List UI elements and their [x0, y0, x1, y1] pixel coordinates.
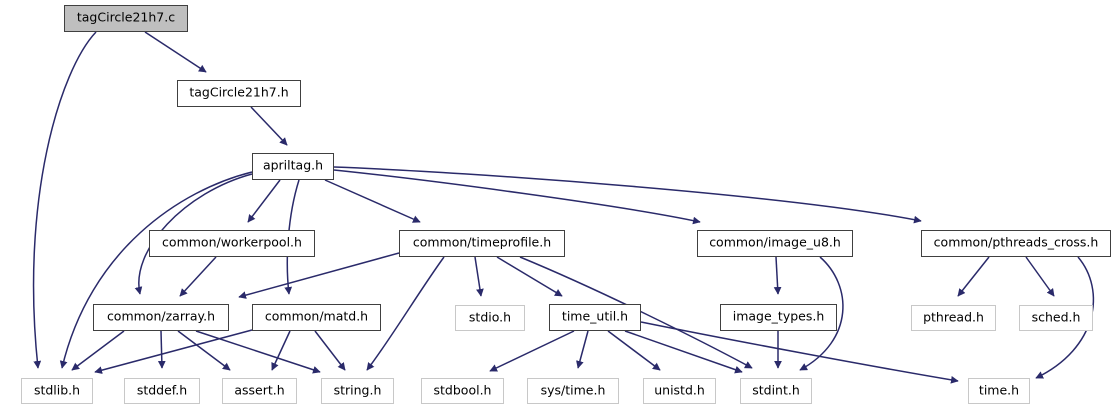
edge-tagCircle21h7_c-to-tagCircle21h7_h — [144, 31, 207, 73]
graph-node-label: common/matd.h — [264, 308, 369, 324]
edge-apriltag_h-to-zarray_h — [134, 173, 253, 295]
edge-apriltag_h-to-pthreads_cross_h — [333, 166, 922, 224]
graph-node-label: apriltag.h — [262, 157, 324, 173]
edge-timeprofile_h-to-string_h — [366, 256, 445, 371]
graph-node-label: stdio.h — [468, 309, 512, 325]
graph-node-label: stddef.h — [136, 382, 188, 398]
graph-node-time_util_h[interactable]: time_util.h — [549, 304, 641, 331]
edge-apriltag_h-to-image_u8_h — [333, 169, 701, 225]
edge-image_u8_h-to-stdint_h — [799, 256, 844, 371]
edge-time_util_h-to-unistd_h — [607, 330, 661, 371]
edge-time_util_h-to-stdbool_h — [489, 330, 575, 372]
edge-tagCircle21h7_c-to-stdlib_h — [32, 31, 97, 369]
graph-node-label: assert.h — [234, 382, 285, 398]
graph-node-label: sys/time.h — [540, 382, 606, 398]
edge-timeprofile_h-to-zarray_h — [238, 252, 400, 299]
edge-image_u8_h-to-image_types_h — [773, 256, 782, 295]
graph-node-label: tagCircle21h7.c — [76, 9, 176, 25]
graph-node-stddef_h[interactable]: stddef.h — [124, 378, 200, 404]
graph-node-pthread_h[interactable]: pthread.h — [911, 305, 996, 331]
graph-node-stdbool_h[interactable]: stdbool.h — [421, 378, 504, 404]
edge-zarray_h-to-stdlib_h — [71, 330, 125, 371]
graph-node-workerpool_h[interactable]: common/workerpool.h — [149, 230, 315, 257]
graph-node-tagCircle21h7_h[interactable]: tagCircle21h7.h — [177, 80, 301, 107]
graph-node-stdlib_h[interactable]: stdlib.h — [21, 378, 93, 404]
edge-time_util_h-to-time_h — [640, 321, 959, 384]
graph-node-label: tagCircle21h7.h — [189, 84, 289, 100]
graph-node-label: common/zarray.h — [106, 308, 216, 324]
graph-node-timeprofile_h[interactable]: common/timeprofile.h — [399, 230, 565, 257]
graph-node-tagCircle21h7_c[interactable]: tagCircle21h7.c — [64, 5, 188, 32]
graph-node-label: stdbool.h — [433, 382, 492, 398]
graph-node-image_types_h[interactable]: image_types.h — [720, 304, 837, 331]
graph-node-label: sched.h — [1031, 309, 1081, 325]
edge-pthreads_cross_h-to-sched_h — [1025, 256, 1055, 297]
graph-node-zarray_h[interactable]: common/zarray.h — [93, 304, 229, 331]
edge-tagCircle21h7_h-to-apriltag_h — [250, 106, 288, 146]
edge-zarray_h-to-string_h — [195, 330, 321, 374]
graph-node-label: time.h — [978, 382, 1020, 398]
graph-node-time_h[interactable]: time.h — [968, 378, 1030, 404]
edge-workerpool_h-to-zarray_h — [179, 256, 217, 297]
edge-matd_h-to-assert_h — [271, 330, 291, 371]
graph-node-matd_h[interactable]: common/matd.h — [252, 304, 381, 331]
edge-matd_h-to-stdlib_h — [94, 329, 253, 374]
graph-node-label: image_types.h — [732, 308, 825, 324]
edge-timeprofile_h-to-stdint_h — [519, 256, 753, 369]
graph-node-image_u8_h[interactable]: common/image_u8.h — [697, 230, 853, 257]
edge-apriltag_h-to-workerpool_h — [247, 179, 281, 223]
graph-node-unistd_h[interactable]: unistd.h — [643, 378, 716, 404]
graph-node-stdint_h[interactable]: stdint.h — [740, 378, 812, 404]
graph-node-apriltag_h[interactable]: apriltag.h — [252, 153, 334, 180]
graph-node-label: string.h — [333, 382, 382, 398]
graph-node-label: unistd.h — [654, 382, 705, 398]
graph-node-assert_h[interactable]: assert.h — [222, 378, 297, 404]
graph-node-label: common/image_u8.h — [709, 234, 841, 250]
edge-timeprofile_h-to-stdio_h — [474, 256, 484, 297]
edge-matd_h-to-string_h — [314, 330, 346, 371]
edge-zarray_h-to-assert_h — [177, 330, 231, 371]
edge-pthreads_cross_h-to-pthread_h — [957, 256, 990, 297]
graph-node-label: common/pthreads_cross.h — [933, 234, 1099, 250]
edge-time_util_h-to-stdint_h — [624, 330, 743, 374]
graph-node-label: common/timeprofile.h — [412, 234, 552, 250]
edge-zarray_h-to-stddef_h — [157, 330, 166, 369]
graph-node-label: stdint.h — [752, 382, 800, 398]
graph-node-label: common/workerpool.h — [162, 234, 302, 250]
edge-apriltag_h-to-stdlib_h — [59, 171, 253, 369]
graph-node-sys_time_h[interactable]: sys/time.h — [527, 378, 619, 404]
graph-node-label: pthread.h — [923, 309, 984, 325]
edge-time_util_h-to-sys_time_h — [576, 330, 589, 369]
graph-node-stdio_h[interactable]: stdio.h — [455, 305, 525, 331]
edge-timeprofile_h-to-time_util_h — [496, 256, 563, 297]
graph-node-sched_h[interactable]: sched.h — [1019, 305, 1093, 331]
graph-node-label: time_util.h — [561, 308, 629, 324]
graph-node-pthreads_cross_h[interactable]: common/pthreads_cross.h — [921, 230, 1111, 257]
graph-node-label: stdlib.h — [33, 382, 81, 398]
edge-apriltag_h-to-timeprofile_h — [324, 179, 421, 223]
graph-node-string_h[interactable]: string.h — [321, 378, 394, 404]
